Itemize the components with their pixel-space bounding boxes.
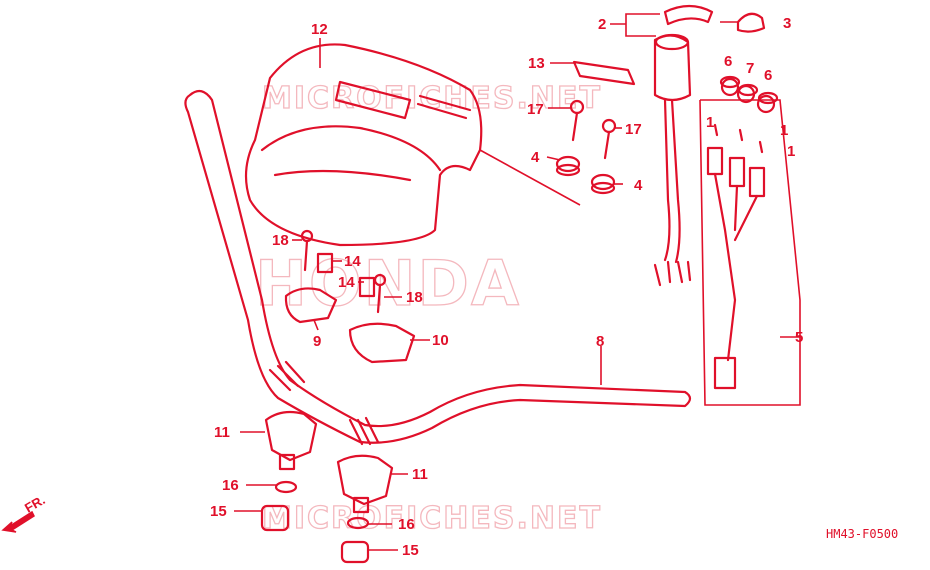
callout-16a: 16 (222, 477, 239, 494)
callout-18a: 18 (272, 232, 289, 249)
callout-labels: 12 2 3 13 6 7 6 17 17 1 1 1 4 4 18 14 14… (210, 15, 803, 559)
callout-14b: 14 (338, 274, 355, 291)
handlebar-cover (244, 43, 581, 247)
callout-18b: 18 (406, 289, 423, 306)
callout-17a: 17 (527, 101, 544, 118)
bolt-18-upper (300, 229, 314, 272)
callout-14a: 14 (344, 253, 361, 270)
washers-16 (274, 480, 370, 530)
diagram-code: HM43-F0500 (826, 527, 898, 541)
nuts-15 (260, 504, 370, 564)
callout-1a: 1 (706, 114, 714, 131)
callout-2: 2 (598, 16, 606, 33)
grommets-6-7 (719, 75, 779, 105)
cap-3 (736, 12, 766, 33)
callout-13: 13 (528, 55, 545, 72)
callout-15a: 15 (210, 503, 227, 520)
watermark-center: HONDA (255, 247, 521, 320)
callout-6b: 6 (764, 67, 772, 84)
callout-4b: 4 (634, 177, 643, 194)
wire-harness (699, 77, 801, 406)
callout-1c: 1 (787, 143, 795, 160)
callout-12: 12 (311, 21, 328, 38)
callout-10: 10 (432, 332, 449, 349)
grommets-4 (555, 155, 616, 195)
holder-10 (348, 322, 416, 364)
callout-11a: 11 (214, 424, 230, 441)
front-arrow: FR. (1, 492, 48, 533)
collar-14-lower (358, 276, 376, 298)
ignition-switch (572, 4, 714, 287)
callout-9: 9 (313, 333, 321, 350)
callout-4a: 4 (531, 149, 540, 166)
callout-15b: 15 (402, 542, 419, 559)
front-label: FR. (22, 492, 48, 515)
callout-5: 5 (795, 329, 803, 346)
callout-6a: 6 (724, 53, 732, 70)
collar-14-upper (316, 252, 334, 274)
callout-16b: 16 (398, 516, 415, 533)
callout-11b: 11 (412, 466, 428, 483)
callout-7: 7 (746, 60, 754, 77)
callout-17b: 17 (625, 121, 642, 138)
screw-17-upper (569, 99, 585, 142)
holder-11-lower (336, 454, 394, 514)
bolt-18-lower (373, 273, 387, 314)
screw-17-lower (601, 118, 617, 160)
callout-3: 3 (783, 15, 791, 32)
holder-9 (284, 287, 338, 324)
handlebar (184, 89, 692, 446)
watermark-bottom: MICROFICHES.NET (262, 501, 602, 536)
leader-lines (234, 13, 800, 551)
callout-1b: 1 (780, 122, 788, 139)
holder-11-upper (264, 410, 318, 471)
callout-8: 8 (596, 333, 604, 350)
